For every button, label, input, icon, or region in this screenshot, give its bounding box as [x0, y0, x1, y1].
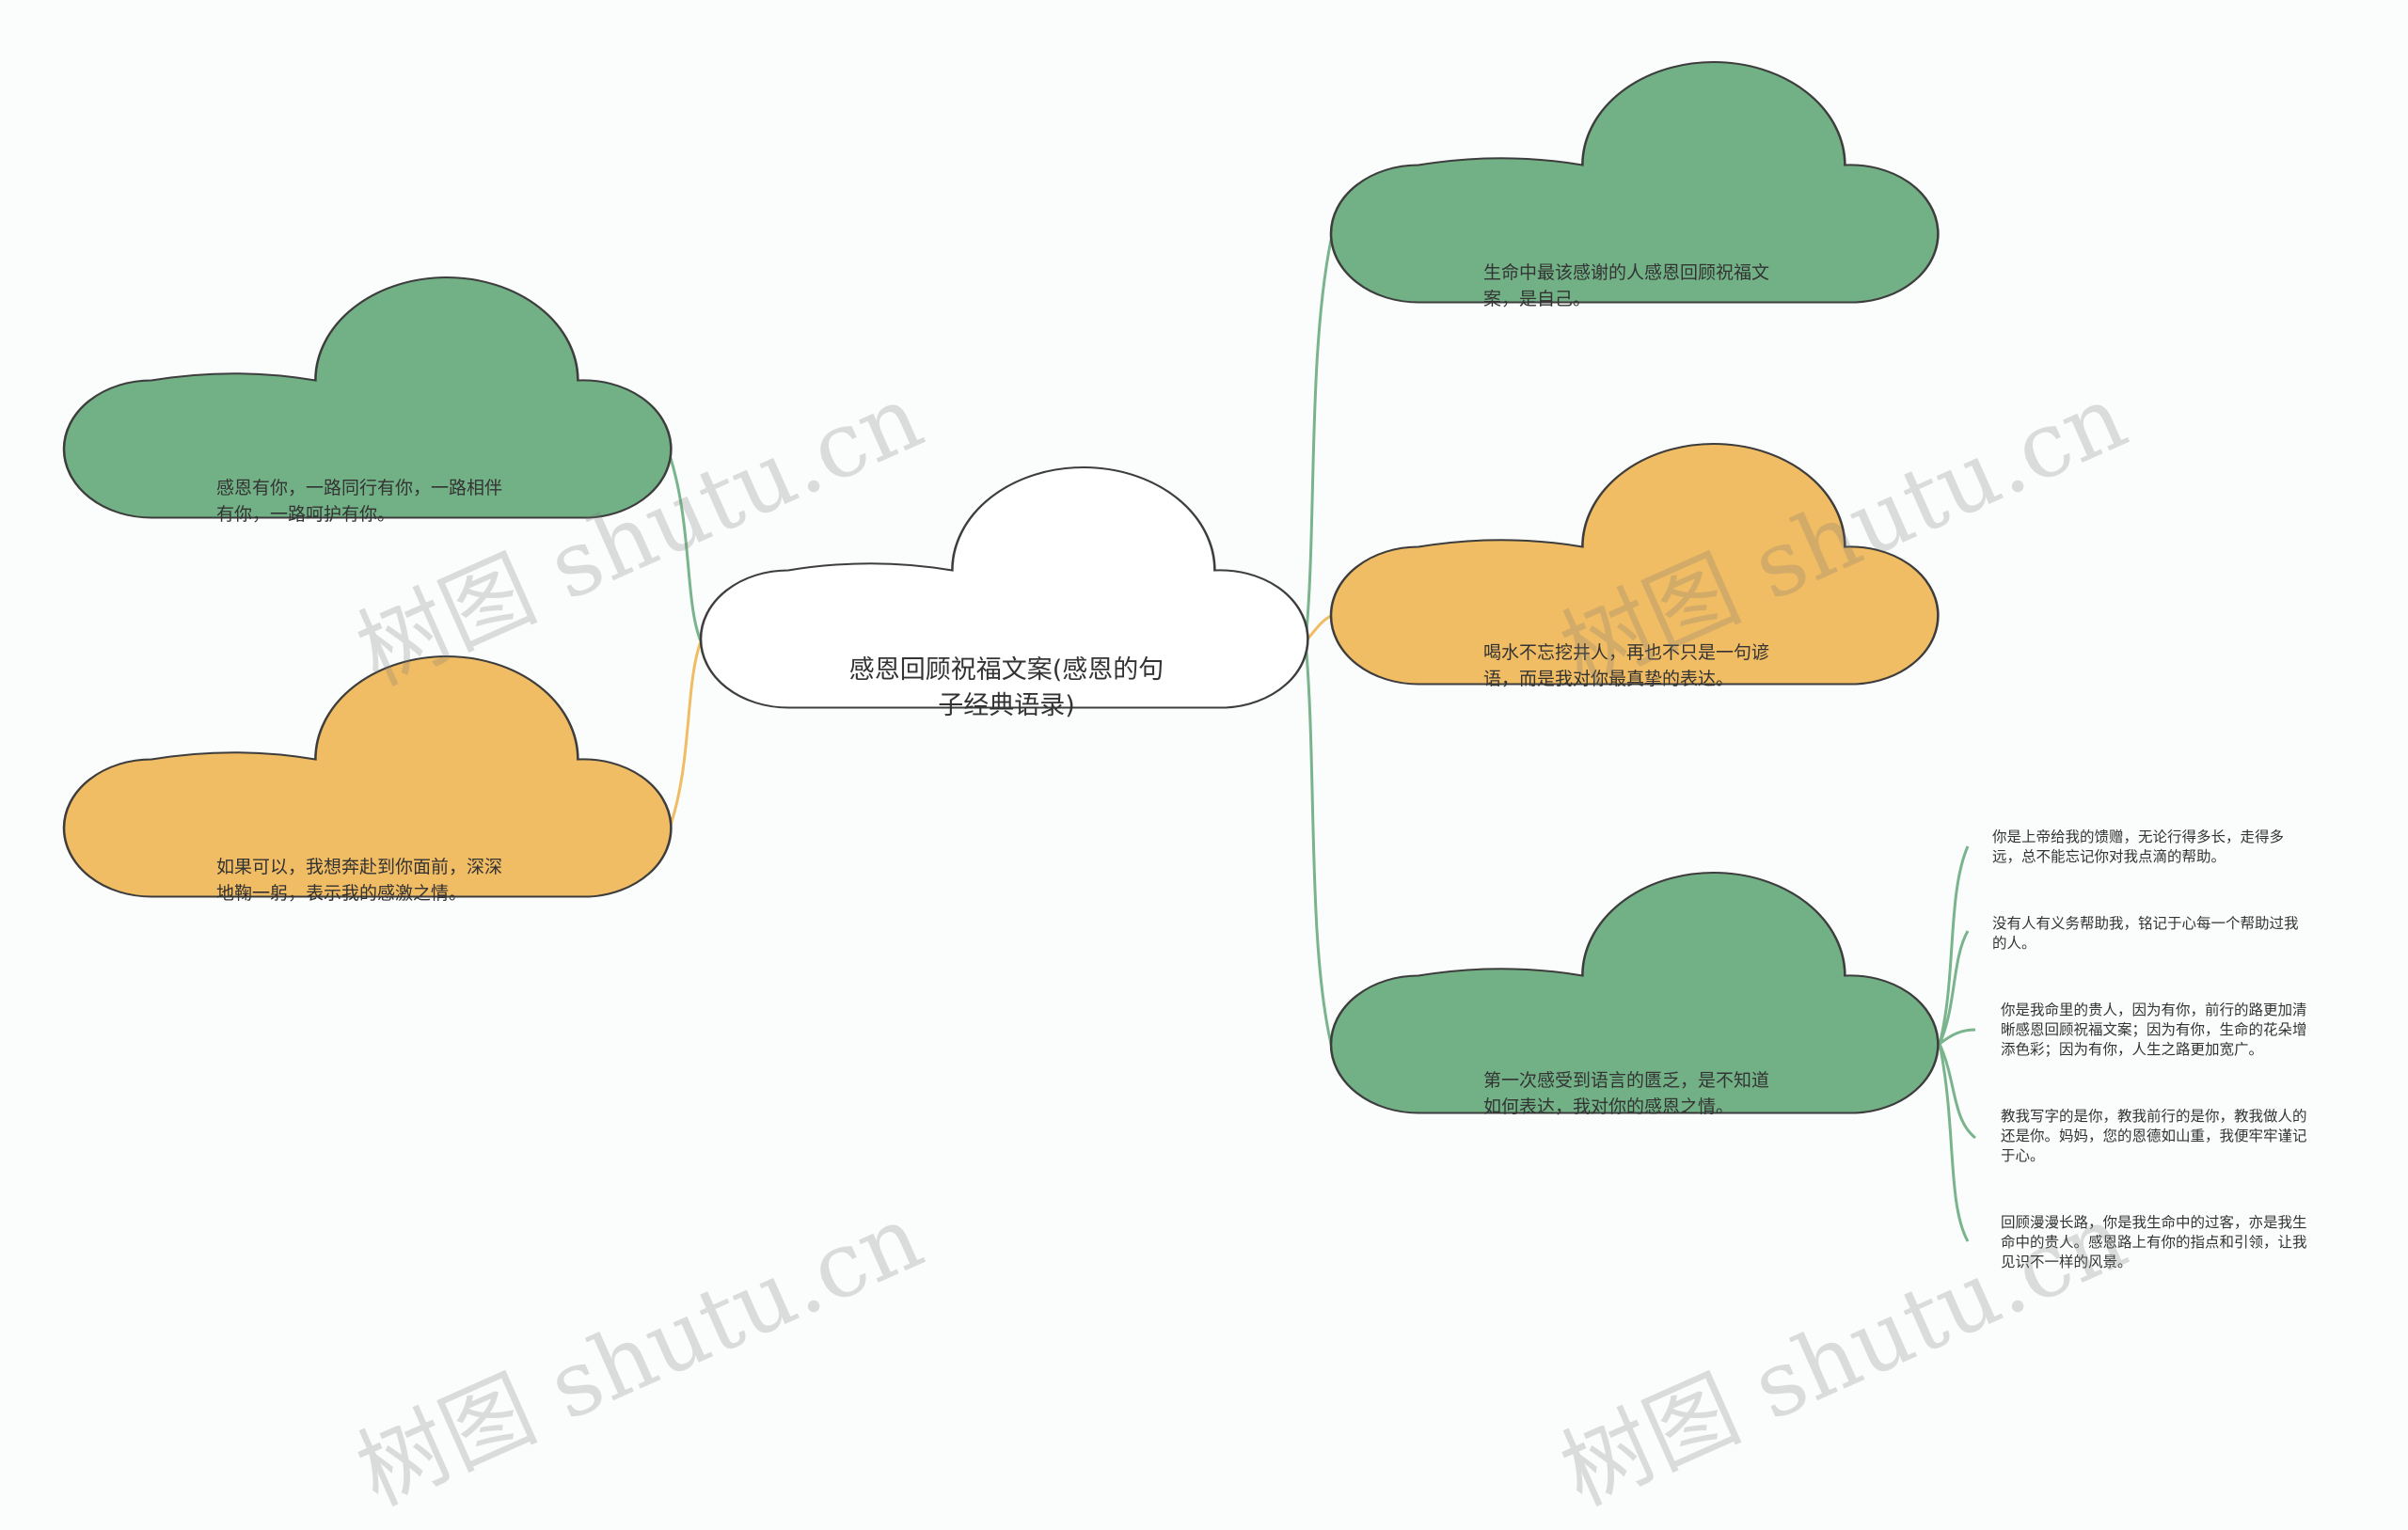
connector-root-left-2 — [668, 640, 703, 828]
connector-leaf-1 — [1938, 845, 1970, 1045]
leaf-2-text: 没有人有义务帮助我，铭记于心每一个帮助过我的人。 — [1992, 915, 2299, 952]
mind-map-canvas — [62, 60, 1976, 1242]
right-branch-2-text: 喝水不忘挖井人，再也不只是一句谚语，而是我对你最真挚的表达。 — [1483, 642, 1770, 689]
left-branch-2-text: 如果可以，我想奔赴到你面前，深深地鞠一躬，表示我的感激之情。 — [216, 857, 503, 904]
root-text: 感恩回顾祝福文案(感恩的句子经典语录) — [848, 655, 1164, 720]
connector-leaf-4 — [1938, 1043, 1976, 1140]
leaf-5-text: 回顾漫漫长路，你是我生命中的过客，亦是我生命中的贵人。感恩路上有你的指点和引领，… — [2001, 1214, 2307, 1270]
connector-root-right-3 — [1304, 640, 1333, 1045]
connector-leaf-3 — [1939, 1028, 1976, 1046]
right-branch-3-text: 第一次感受到语言的匮乏，是不知道如何表达，我对你的感恩之情。 — [1483, 1070, 1770, 1117]
connector-root-right-2 — [1304, 614, 1332, 642]
right-branch-1-text: 生命中最该感谢的人感恩回顾祝福文案，是自己。 — [1483, 262, 1770, 309]
connector-leaf-5 — [1938, 1043, 1970, 1242]
leaf-4-text: 教我写字的是你，教我前行的是你，教我做人的还是你。妈妈，您的恩德如山重，我便牢牢… — [2001, 1108, 2307, 1164]
left-branch-1-text: 感恩有你，一路同行有你，一路相伴有你，一路呵护有你。 — [216, 478, 503, 525]
leaf-1-text: 你是上帝给我的馈赠，无论行得多长，走得多远，总不能忘记你对我点滴的帮助。 — [1992, 828, 2285, 865]
connector-root-left-1 — [668, 454, 703, 642]
connectors — [668, 239, 1976, 1242]
leaf-3-text: 你是我命里的贵人，因为有你，前行的路更加清晰感恩回顾祝福文案；因为有你，生命的花… — [2001, 1002, 2307, 1058]
connector-leaf-2 — [1938, 930, 1970, 1045]
connector-root-right-1 — [1304, 239, 1333, 642]
